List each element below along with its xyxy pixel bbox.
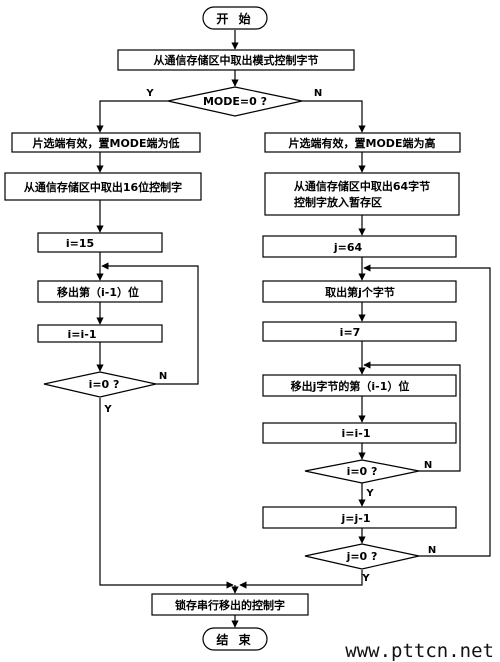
arrow-right-exit <box>239 570 363 589</box>
right-fetch64-line2: 控制字放入暂存区 <box>294 195 382 209</box>
left-cs-low-box <box>11 132 201 153</box>
left-dec-box <box>37 324 163 343</box>
mode-decision <box>167 86 303 117</box>
right-j-yes-label: Y <box>361 573 370 584</box>
left-shift-box <box>37 280 163 303</box>
right-take-byte-box <box>262 280 457 303</box>
arrow-left-exit <box>99 398 234 589</box>
left-i-init-label: i=15 <box>66 237 94 250</box>
arrow-outer-loop <box>363 264 491 557</box>
right-i-yes-label: Y <box>365 488 374 499</box>
arrow-inner-loop <box>363 361 461 472</box>
latch-label: 锁存串行移出的控制字 <box>175 598 285 612</box>
right-j-no-label: N <box>428 545 436 556</box>
right-shift-box <box>262 374 457 397</box>
mode-yes-label: Y <box>145 88 154 99</box>
left-i-init-box <box>37 232 163 253</box>
left-cs-low-label: 片选端有效，置MODE端为低 <box>33 136 180 150</box>
connectors <box>96 30 491 628</box>
start-terminal <box>202 6 268 30</box>
right-take-byte-label: 取出第j个字节 <box>325 285 395 299</box>
mode-no-label: N <box>314 88 322 99</box>
left-dec-label: i=i-1 <box>68 328 97 341</box>
right-i-dec-box <box>262 422 457 444</box>
right-fetch64-box <box>264 172 460 216</box>
left-fetch16-box <box>4 172 202 201</box>
right-j-init-label: j=64 <box>333 241 363 254</box>
right-cs-high-label: 片选端有效，置MODE端为高 <box>289 136 436 150</box>
right-i-decision-label: i=0 ? <box>347 465 378 478</box>
right-fetch64-line1: 从通信存储区中取出64字节 <box>294 179 430 193</box>
right-i-init-box <box>262 321 457 342</box>
right-cs-high-box <box>264 132 461 153</box>
right-j-dec-label: j=j-1 <box>341 512 371 525</box>
right-i-init-label: i=7 <box>340 326 361 339</box>
right-j-dec-box <box>262 506 457 529</box>
end-label: 结 束 <box>216 632 253 647</box>
start-label: 开 始 <box>216 11 253 26</box>
right-j-init-box <box>262 235 457 258</box>
fetch-mode-label: 从通信存储区中取出模式控制字节 <box>154 53 319 67</box>
right-i-no-label: N <box>424 460 432 471</box>
right-j-decision-label: j=0 ? <box>346 550 378 563</box>
end-terminal <box>202 627 268 651</box>
watermark-text: www.pttcn.net <box>345 640 494 662</box>
arrow-mode-yes <box>96 100 168 133</box>
arrow-mode-no <box>302 100 366 133</box>
right-shift-label: 移出j字节的第（i-1）位 <box>291 379 410 393</box>
fetch-mode-box <box>117 49 355 71</box>
left-i-no-label: N <box>159 371 167 382</box>
latch-box <box>151 593 309 616</box>
left-i-decision-label: i=0 ? <box>89 378 120 391</box>
left-i-decision <box>43 371 157 398</box>
left-shift-label: 移出第（i-1）位 <box>57 285 139 299</box>
right-i-decision <box>304 459 420 484</box>
left-i-yes-label: Y <box>103 404 112 415</box>
right-i-dec-label: i=i-1 <box>342 427 371 440</box>
right-j-decision <box>304 543 420 570</box>
left-fetch16-label: 从通信存储区中取出16位控制字 <box>24 180 182 194</box>
mode-decision-label: MODE=0 ? <box>203 95 267 108</box>
arrow-left-loop <box>101 262 199 385</box>
